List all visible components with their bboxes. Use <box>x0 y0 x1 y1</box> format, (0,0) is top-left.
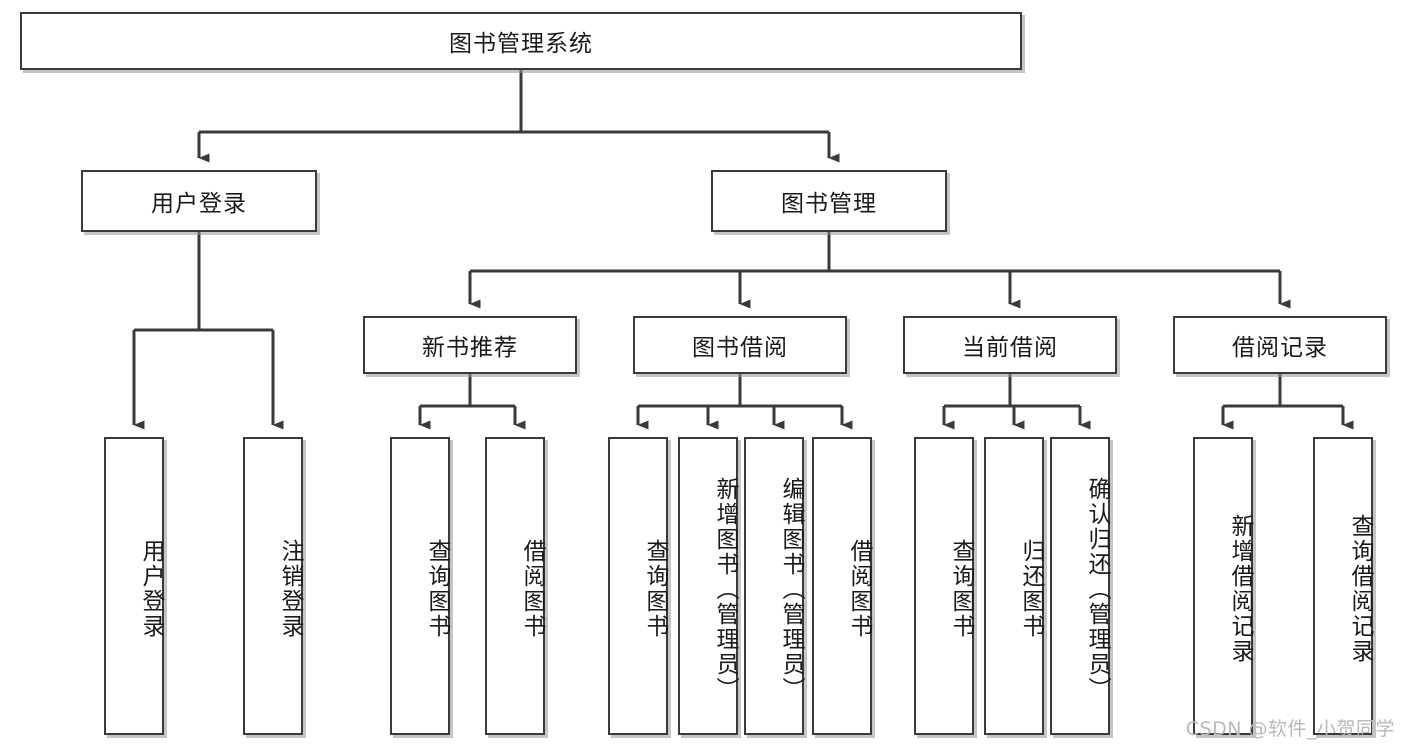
node-new-book-recommend-label: 新书推荐 <box>422 335 518 361</box>
node-current-borrow[interactable]: 当前借阅 <box>903 316 1117 374</box>
node-leaf-query-borrow-record[interactable]: 查询借阅记录 <box>1313 437 1373 735</box>
node-leaf-user-logout[interactable]: 注销登录 <box>243 437 303 735</box>
node-root[interactable]: 图书管理系统 <box>20 12 1022 70</box>
node-leaf-borrow-book-2-label: 借阅图书 <box>846 539 872 639</box>
node-leaf-query-book-1[interactable]: 查询图书 <box>390 437 450 735</box>
node-leaf-user-login[interactable]: 用户登录 <box>104 437 164 735</box>
node-leaf-return-book[interactable]: 归还图书 <box>984 437 1044 735</box>
node-leaf-query-book-3[interactable]: 查询图书 <box>914 437 974 735</box>
node-leaf-query-book-2-label: 查询图书 <box>642 539 668 639</box>
node-leaf-borrow-book-2[interactable]: 借阅图书 <box>812 437 872 735</box>
node-leaf-query-book-2[interactable]: 查询图书 <box>608 437 668 735</box>
node-leaf-return-book-label: 归还图书 <box>1018 539 1044 639</box>
node-leaf-user-login-label: 用户登录 <box>138 539 164 639</box>
node-user-login[interactable]: 用户登录 <box>81 170 317 232</box>
node-leaf-query-book-3-label: 查询图书 <box>948 539 974 639</box>
node-leaf-add-book-label: 新增图书（管理员） <box>712 476 738 702</box>
node-user-login-label: 用户登录 <box>151 191 247 217</box>
node-leaf-query-book-1-label: 查询图书 <box>424 539 450 639</box>
node-leaf-borrow-book-1-label: 借阅图书 <box>519 539 545 639</box>
node-leaf-query-borrow-record-label: 查询借阅记录 <box>1347 514 1373 664</box>
node-book-management-label: 图书管理 <box>781 191 877 217</box>
node-leaf-confirm-return-label: 确认归还（管理员） <box>1084 476 1110 702</box>
node-leaf-user-logout-label: 注销登录 <box>277 539 303 639</box>
node-book-borrow[interactable]: 图书借阅 <box>633 316 847 374</box>
node-borrow-record-label: 借阅记录 <box>1232 335 1328 361</box>
node-root-label: 图书管理系统 <box>449 31 593 57</box>
node-leaf-borrow-book-1[interactable]: 借阅图书 <box>485 437 545 735</box>
node-current-borrow-label: 当前借阅 <box>962 335 1058 361</box>
node-book-borrow-label: 图书借阅 <box>692 335 788 361</box>
node-leaf-edit-book[interactable]: 编辑图书（管理员） <box>744 437 804 735</box>
node-borrow-record[interactable]: 借阅记录 <box>1173 316 1387 374</box>
node-leaf-add-book[interactable]: 新增图书（管理员） <box>678 437 738 735</box>
node-new-book-recommend[interactable]: 新书推荐 <box>363 316 577 374</box>
node-leaf-confirm-return[interactable]: 确认归还（管理员） <box>1050 437 1110 735</box>
node-book-management[interactable]: 图书管理 <box>711 170 947 232</box>
node-leaf-edit-book-label: 编辑图书（管理员） <box>778 476 804 702</box>
node-leaf-add-borrow-record[interactable]: 新增借阅记录 <box>1193 437 1253 735</box>
node-leaf-add-borrow-record-label: 新增借阅记录 <box>1227 514 1253 664</box>
